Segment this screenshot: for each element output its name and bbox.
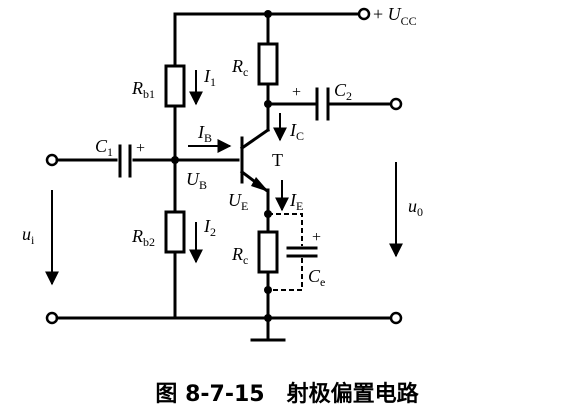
figure-caption: 图 8-7-15 射极偏置电路	[155, 382, 419, 407]
ub-label: UB	[186, 169, 207, 192]
rc-label: Rc	[231, 56, 248, 79]
c2-plus-sign: +	[292, 84, 301, 101]
ib-label: IB	[197, 122, 212, 145]
transistor-collector-leg	[239, 127, 271, 151]
ce-top-wire	[268, 213, 303, 246]
vcc-terminal	[357, 7, 371, 21]
c1-plus-sign: +	[136, 140, 145, 157]
rb1-resistor	[164, 64, 186, 108]
transistor-label: T	[272, 150, 283, 170]
ui-label: ui	[22, 224, 35, 247]
rb2-label: Rb2	[131, 226, 155, 249]
ce-plus-sign: +	[312, 229, 321, 246]
uo-label: u0	[408, 196, 423, 219]
i2-label: I2	[203, 216, 216, 239]
ic-label: IC	[289, 120, 304, 143]
ground-junction-dot	[264, 314, 272, 322]
c1-label: C1	[95, 136, 113, 159]
rc-resistor	[257, 42, 279, 86]
ce-label: Ce	[308, 266, 325, 289]
ue-label: UE	[228, 190, 248, 213]
emitter-arrow-icon	[251, 177, 269, 192]
ce-bottom-wire	[268, 258, 303, 291]
output-terminal	[389, 97, 403, 111]
ground-right-terminal	[389, 311, 403, 325]
re-label: Rc	[231, 244, 248, 267]
c2-label: C2	[334, 80, 352, 103]
vcc-label: + UCC	[373, 4, 417, 28]
ie-label: IE	[289, 190, 303, 213]
rb2-resistor	[164, 210, 186, 254]
re-resistor	[257, 230, 279, 274]
rb1-label: Rb1	[131, 78, 155, 101]
i1-label: I1	[203, 66, 216, 89]
